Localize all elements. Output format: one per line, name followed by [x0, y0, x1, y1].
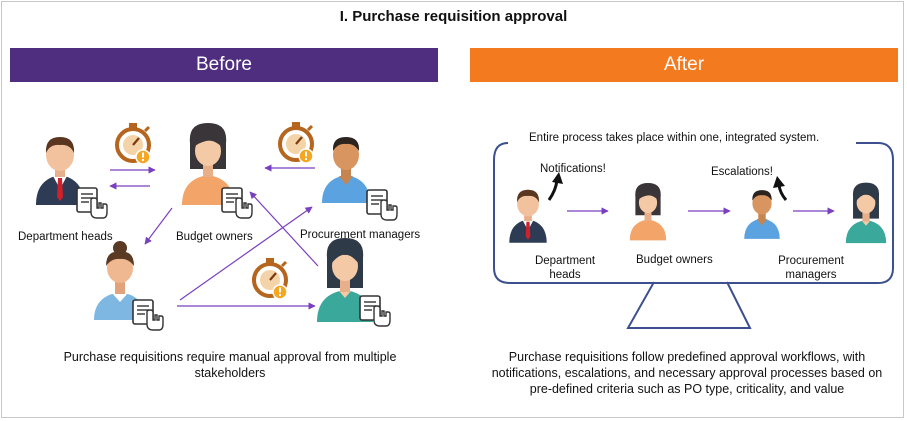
label-budget-owners: Budget owners [176, 231, 253, 243]
department-head-person [36, 137, 108, 219]
budget-owner-person [182, 123, 253, 219]
after-caption: Purchase requisitions follow predefined … [491, 350, 883, 396]
timer-alert-icon [252, 256, 289, 301]
monitor-screen [493, 142, 894, 284]
system-note: Entire process takes place within one, i… [525, 132, 824, 144]
after-procurement-manager-person [744, 190, 780, 239]
after-label-procurement-managers: Procurement managers [778, 255, 844, 281]
notifications-label: Notifications! [540, 163, 606, 175]
label-department-heads: Department heads [18, 231, 113, 243]
after-label-budget-owners: Budget owners [636, 254, 713, 266]
up-arrow-icon [773, 176, 788, 201]
after-label-department-heads: Department heads [534, 255, 596, 281]
label-procurement-managers: Procurement managers [300, 229, 421, 241]
after-requester-person [845, 182, 887, 244]
requester-person-right [317, 238, 391, 327]
escalations-label: Escalations! [711, 166, 774, 178]
after-banner: After [470, 48, 898, 82]
after-budget-owner-person [629, 183, 667, 241]
timer-alert-icon [278, 120, 315, 165]
timer-alert-icon [115, 121, 152, 166]
before-caption: Purchase requisitions require manual app… [63, 350, 397, 380]
procurement-manager-person [322, 137, 398, 221]
after-department-head-person [509, 189, 547, 243]
page-title: I. Purchase requisition approval [339, 8, 568, 25]
monitor-stand-icon [626, 281, 752, 329]
requester-person-left [94, 241, 164, 331]
before-flow-arrows [109, 164, 319, 310]
up-arrow-icon [547, 172, 563, 201]
before-banner: Before [10, 48, 438, 82]
